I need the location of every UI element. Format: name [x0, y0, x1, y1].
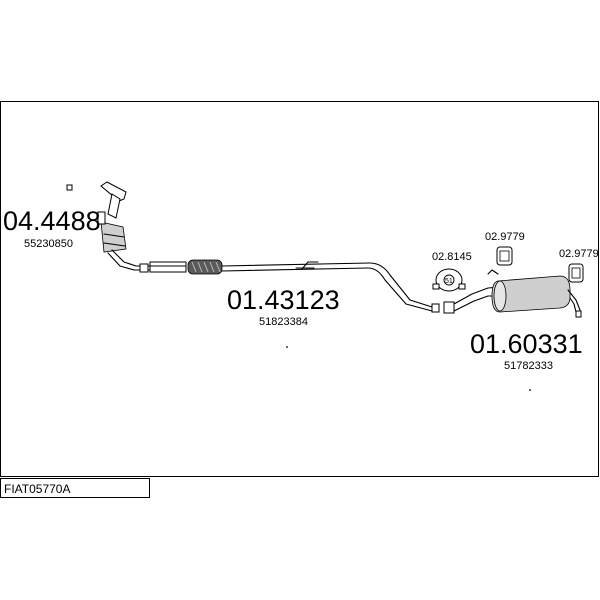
rear-silencer-oem-number: 51782333 — [504, 360, 553, 372]
center-pipe-part[interactable] — [149, 259, 440, 313]
rubber-mount-right-number: 02.9779 — [559, 248, 599, 260]
marker-dot — [286, 346, 288, 348]
rubber-mount-left-part[interactable] — [496, 246, 513, 266]
reference-code: FIAT05770A — [4, 482, 70, 496]
catalyst-part-number: 04.4488 — [3, 206, 101, 236]
clamp-number: 02.8145 — [432, 251, 472, 263]
center-pipe-part-number: 01.43123 — [227, 285, 340, 315]
marker-square — [66, 184, 73, 191]
rear-silencer-part-number: 01.60331 — [470, 329, 583, 359]
clamp-badge: 51 — [445, 278, 453, 285]
reference-box — [0, 478, 150, 498]
diagram-frame — [0, 101, 599, 477]
rubber-mount-right-part[interactable] — [568, 263, 584, 283]
catalyst-oem-number: 55230850 — [24, 238, 73, 250]
rubber-mount-left-number: 02.9779 — [485, 231, 525, 243]
rear-silencer-part[interactable] — [443, 269, 582, 318]
center-pipe-oem-number: 51823384 — [259, 316, 308, 328]
marker-dot — [529, 389, 531, 391]
clamp-part[interactable]: 51 — [432, 268, 466, 292]
catalyst-part[interactable] — [97, 181, 151, 273]
